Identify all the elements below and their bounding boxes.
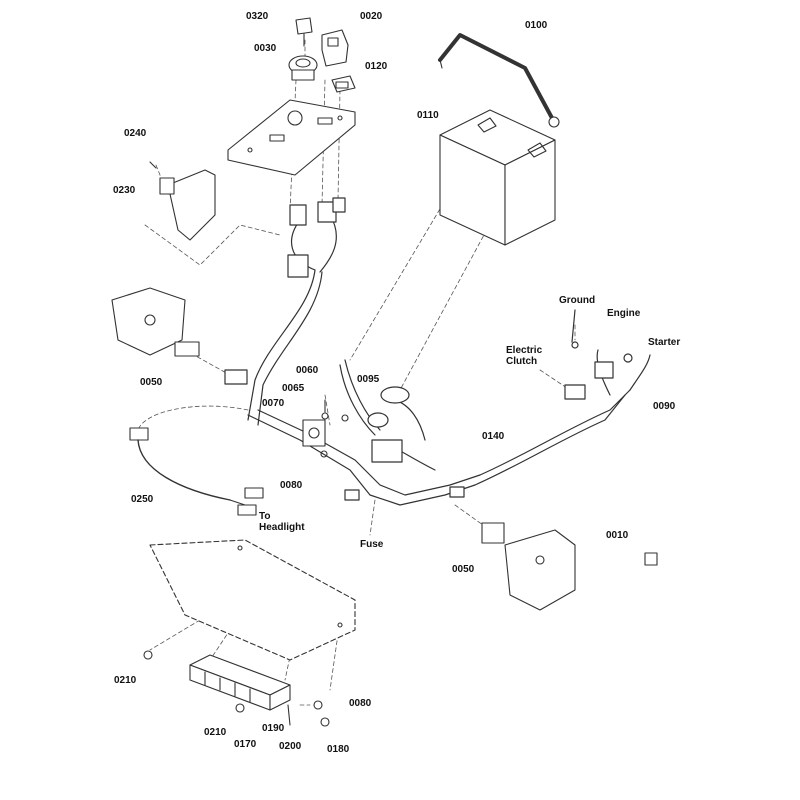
terminal-block [143, 650, 330, 727]
label-0210-a: 0210 [114, 675, 137, 686]
callout-engine: Engine [607, 308, 641, 319]
label-0240: 0240 [124, 128, 147, 139]
label-0020: 0020 [360, 11, 383, 22]
label-0190: 0190 [262, 723, 285, 734]
console-plate [227, 99, 356, 176]
label-0090: 0090 [653, 401, 676, 412]
headlight-cable [129, 427, 264, 516]
solenoid [302, 399, 349, 458]
label-0210-b: 0210 [204, 727, 227, 738]
wiring-harness [224, 197, 651, 506]
left-bracket-upper [149, 161, 216, 241]
label-0320: 0320 [246, 11, 269, 22]
callout-electric-clutch: Electric Clutch [506, 345, 543, 367]
label-0050-top: 0050 [140, 377, 163, 388]
small-plug [644, 552, 658, 566]
label-0070: 0070 [262, 398, 285, 409]
label-0120: 0120 [365, 61, 388, 72]
label-0060: 0060 [296, 365, 319, 376]
label-0100: 0100 [525, 20, 548, 31]
label-0010: 0010 [606, 530, 629, 541]
callout-fuse: Fuse [360, 539, 384, 550]
label-0170: 0170 [234, 739, 257, 750]
label-0180: 0180 [327, 744, 350, 755]
pto-switch [321, 29, 349, 67]
label-0030: 0030 [254, 43, 277, 54]
label-0230: 0230 [113, 185, 136, 196]
callout-starter: Starter [648, 337, 681, 348]
callout-to-headlight: To Headlight [259, 511, 305, 533]
label-0065: 0065 [282, 383, 305, 394]
hour-meter [331, 75, 356, 93]
label-0080-bot: 0080 [349, 698, 372, 709]
bottom-panel [149, 539, 356, 661]
label-0250: 0250 [131, 494, 154, 505]
key-part [295, 17, 313, 47]
label-0095: 0095 [357, 374, 380, 385]
callout-ground: Ground [559, 295, 596, 306]
hold-down-strap [438, 33, 560, 128]
label-0200: 0200 [279, 741, 302, 752]
label-0110: 0110 [417, 110, 439, 121]
label-0080-mid: 0080 [280, 480, 303, 491]
battery [439, 109, 556, 246]
label-0140: 0140 [482, 431, 505, 442]
label-0050-bot: 0050 [452, 564, 475, 575]
right-bracket [481, 522, 576, 611]
ignition-switch [288, 55, 318, 81]
left-bracket-lower [111, 287, 200, 357]
